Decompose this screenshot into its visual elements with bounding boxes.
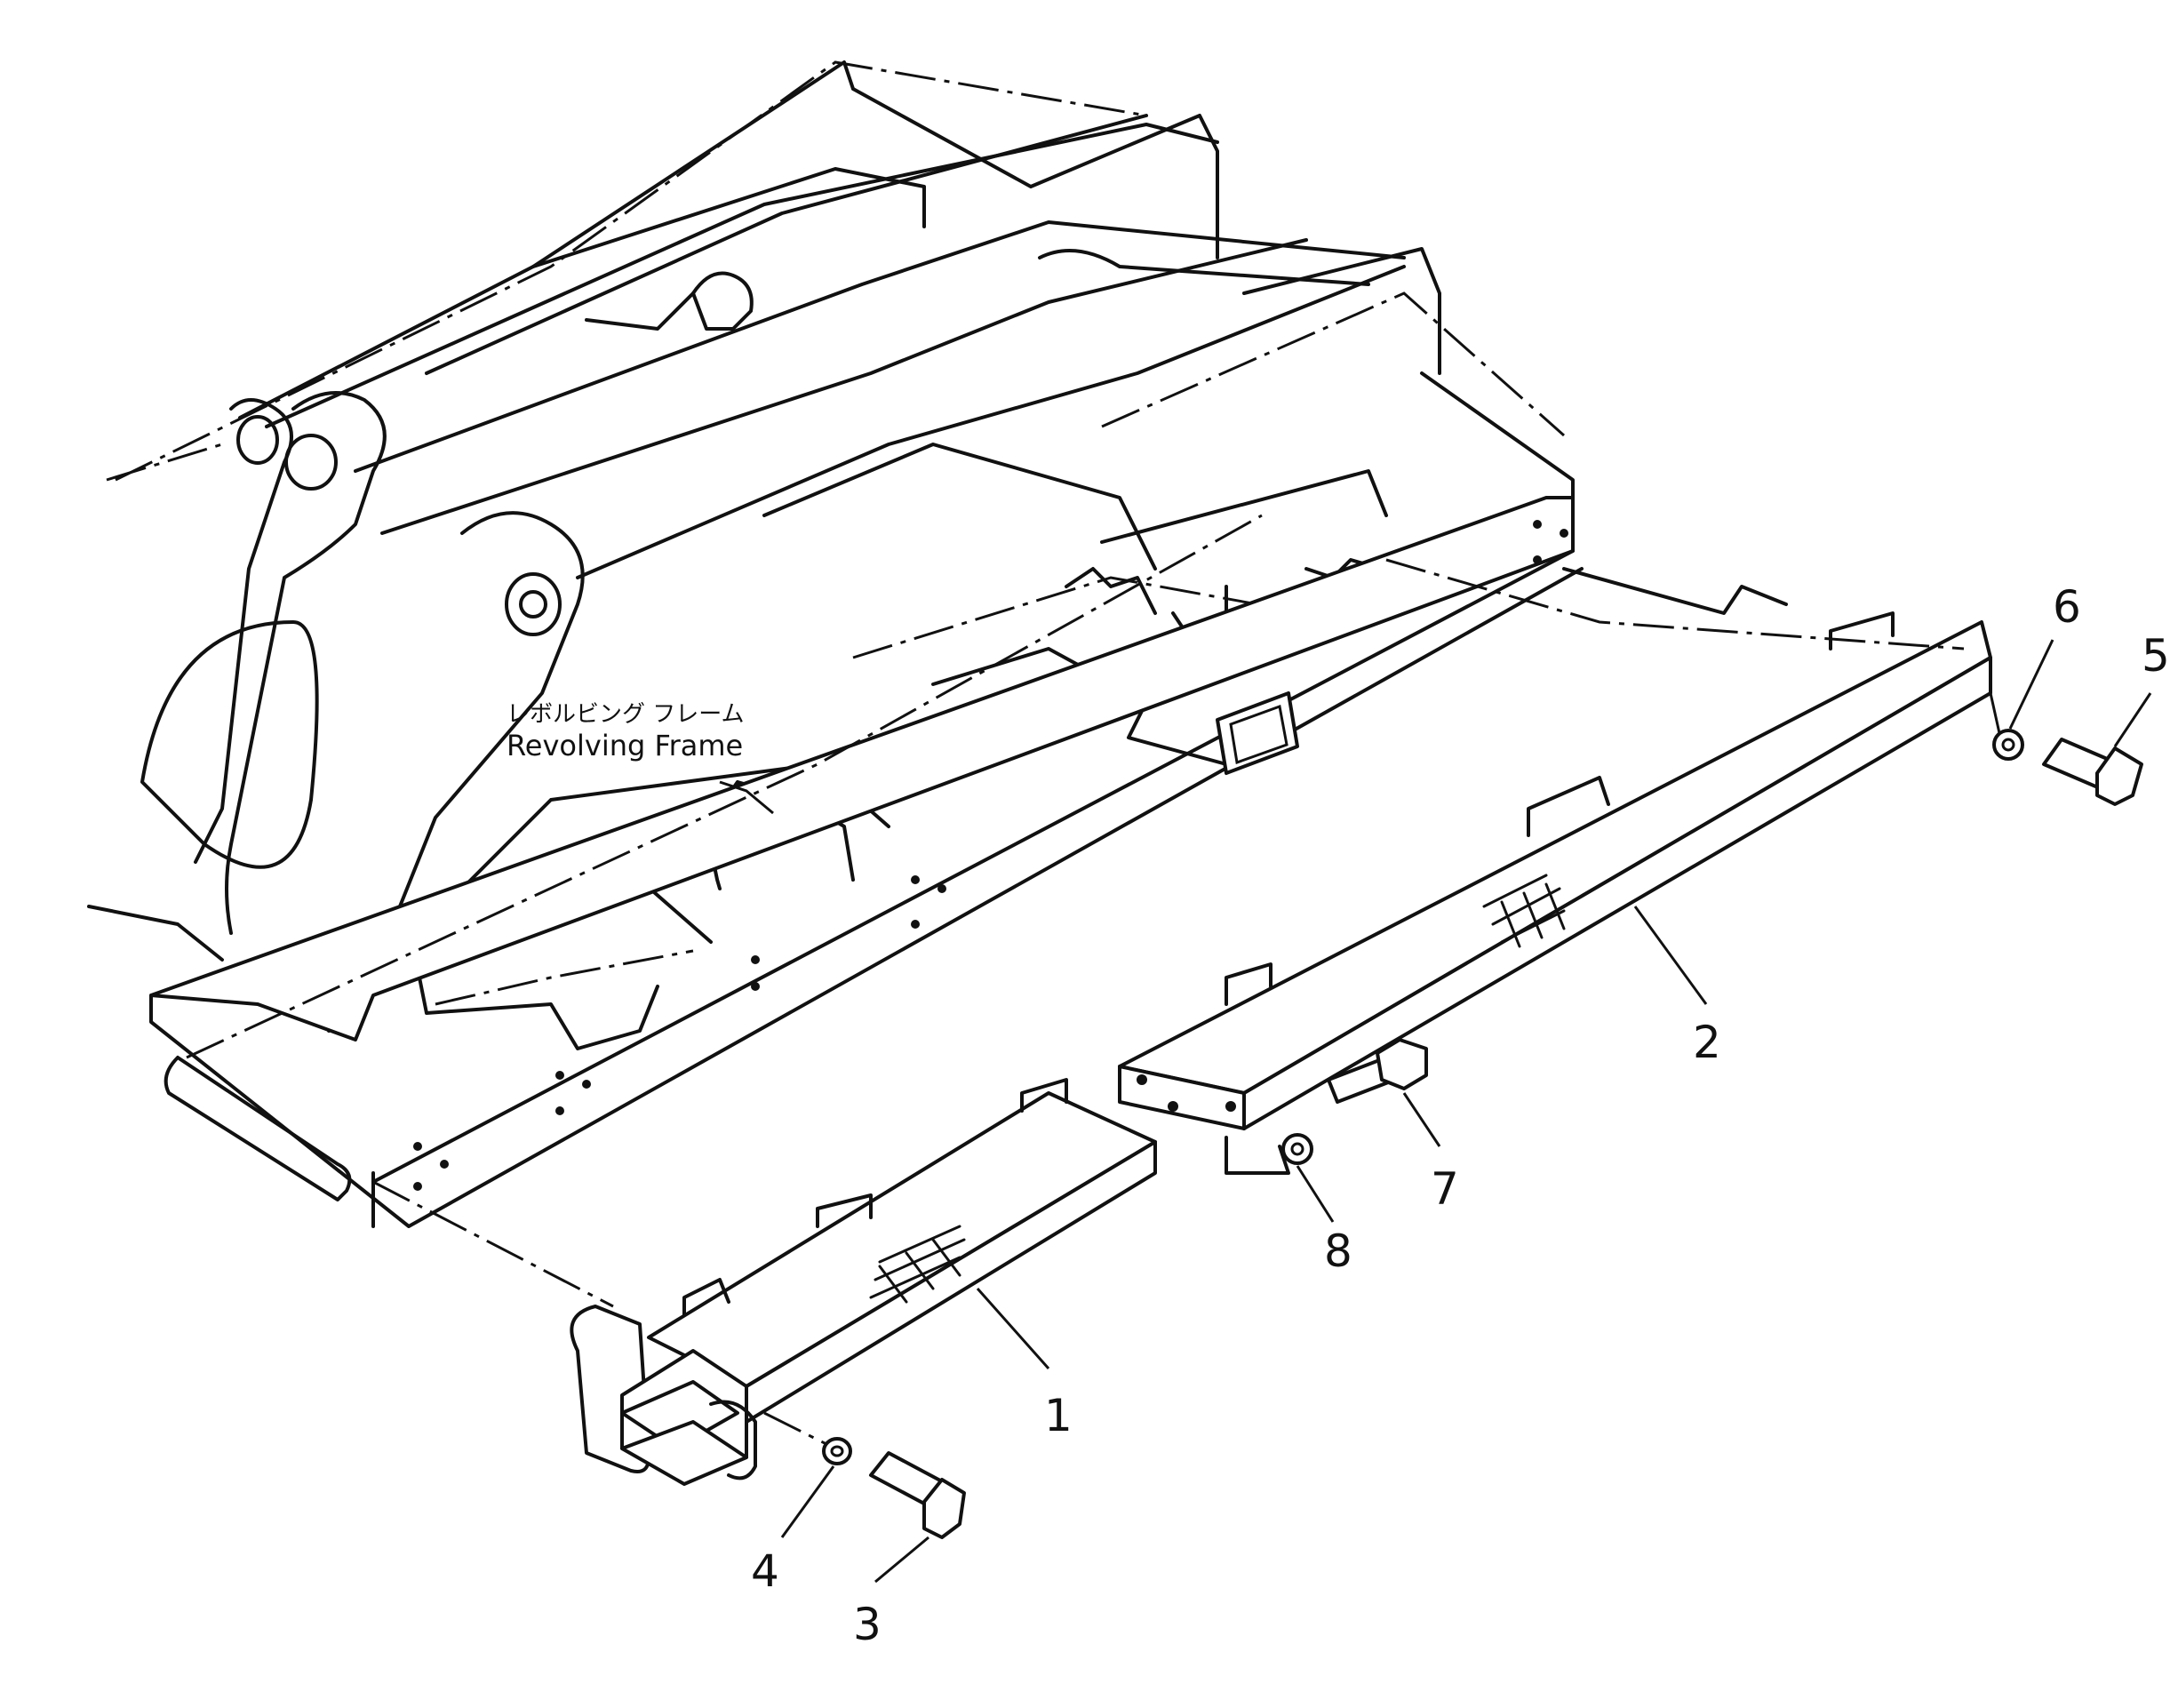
part-1-tab-c — [1020, 1078, 1068, 1113]
part-1-anti-slip-pattern — [869, 1225, 966, 1304]
part-1-step-cover — [372, 1078, 1157, 1486]
frame-right-centerline — [1101, 291, 1565, 437]
leader-8 — [1296, 1165, 1335, 1223]
side-member-access-cover — [1216, 691, 1299, 775]
frame-floor-step — [1127, 700, 1228, 766]
washer-4-hole — [830, 1445, 844, 1457]
boom-bracket-middle — [225, 391, 387, 935]
part-2-tab-c — [1829, 611, 1895, 650]
main-side-member-face — [371, 549, 1575, 1184]
part-2-rear-plate — [1562, 567, 1788, 615]
part-2-front-face — [1242, 656, 1992, 1130]
part-1-top-face — [647, 1091, 1157, 1388]
frame-deck-bracket — [1065, 567, 1157, 615]
part-2-mount-centerline — [1385, 558, 1965, 650]
boom-pin-hole-middle — [284, 434, 338, 491]
bolt-3-head — [922, 1478, 966, 1539]
frame-label-leader — [719, 780, 774, 815]
part-2-tab-a — [1225, 962, 1272, 1006]
callout-8: 8 — [1324, 1225, 1352, 1277]
side-member-bolt-holes — [413, 520, 1568, 1191]
callout-2: 2 — [1693, 1017, 1721, 1068]
boom-rail-bottom — [576, 265, 1406, 579]
part-2-anti-slip-pattern — [1482, 874, 1566, 948]
revolving-frame-label: レボルビング フレーム Revolving Frame — [507, 701, 774, 815]
part-1-step-tread-lower — [620, 1420, 748, 1486]
frame-left-centerline — [106, 443, 223, 482]
washer-6 — [1992, 729, 2024, 761]
washer-4-axis — [763, 1411, 827, 1446]
callout-4: 4 — [751, 1545, 779, 1597]
frame-label-english: Revolving Frame — [507, 729, 743, 762]
part-1-tab-a — [682, 1278, 730, 1317]
bolt-5-head — [2095, 746, 2143, 806]
part-2-bolt-hole-c — [1225, 1101, 1236, 1112]
revolving-frame — [87, 60, 1584, 1228]
frame-floor-plate — [416, 967, 659, 1050]
callout-numbers: 1 2 3 4 5 6 7 8 — [751, 581, 2170, 1650]
washer-6-axis — [1989, 692, 2001, 734]
fasteners — [763, 692, 2143, 1539]
part-2-bolt-hole-b — [1168, 1101, 1178, 1112]
frame-right-box — [1242, 247, 1441, 375]
callout-6: 6 — [2053, 581, 2081, 633]
part-1-step-side-rail — [709, 1400, 757, 1481]
frame-swing-bearing — [691, 271, 754, 331]
frame-rear-rail-end — [851, 87, 1219, 259]
leader-1 — [976, 1288, 1050, 1369]
leader-4 — [780, 1465, 835, 1538]
callout-1: 1 — [1044, 1390, 1073, 1441]
boom-rail-middle — [354, 220, 1406, 473]
part-1-mount-centerline — [372, 1180, 614, 1308]
leader-5 — [2113, 692, 2152, 747]
bolt-7-head — [1376, 1038, 1428, 1090]
main-side-member-bottom-edge — [149, 567, 1584, 1228]
part-2-top-face — [1118, 620, 1992, 1095]
callout-3: 3 — [853, 1599, 882, 1650]
leader-6 — [2008, 639, 2054, 730]
leader-7 — [1402, 1092, 1441, 1147]
callout-5: 5 — [2142, 630, 2170, 682]
boom-pin-hole-left — [236, 415, 279, 465]
frame-left-edge — [87, 905, 224, 962]
washer-8-hole — [1290, 1142, 1304, 1156]
boom-rail-lower — [380, 238, 1308, 535]
main-side-member-centerline — [186, 514, 1263, 1059]
callout-leaders — [780, 639, 2152, 1584]
part-2-tab-b — [1527, 776, 1610, 837]
frame-cross-member-rear — [425, 114, 1148, 375]
boom-pin-hole-right — [505, 572, 562, 636]
part-2-end-bracket — [1225, 1136, 1290, 1175]
frame-deck-rear — [762, 443, 1157, 571]
washer-4 — [822, 1437, 852, 1465]
frame-inner-rail-1 — [531, 167, 926, 268]
frame-side-opening — [140, 620, 319, 869]
frame-cross-tube — [1038, 249, 1370, 286]
main-side-member-top — [150, 496, 1575, 1042]
side-member-access-cover-inner — [1229, 704, 1288, 765]
leader-2 — [1633, 906, 1708, 1005]
part-1-tab-b — [816, 1193, 873, 1228]
part-2-walkway-cover — [1118, 558, 1992, 1175]
leader-3 — [874, 1536, 929, 1584]
frame-rear-rail — [238, 60, 855, 419]
part-2-bolt-hole-a — [1137, 1074, 1147, 1085]
boom-pin-inner — [519, 590, 547, 619]
washer-8 — [1281, 1133, 1313, 1165]
frame-floor-centerline — [435, 949, 694, 1006]
frame-rear-centerline — [115, 60, 1147, 482]
frame-deck-centerline — [852, 576, 1307, 659]
side-member-handrail — [164, 1056, 352, 1201]
frame-label-japanese: レボルビング フレーム — [507, 701, 745, 728]
frame-deck-right — [1100, 469, 1388, 544]
washer-6-hole — [2001, 738, 2015, 752]
boom-rail-upper — [265, 123, 1219, 428]
callout-7: 7 — [1431, 1163, 1459, 1215]
boom-bracket-right — [327, 511, 585, 1033]
frame-bracket-rear — [585, 291, 695, 331]
